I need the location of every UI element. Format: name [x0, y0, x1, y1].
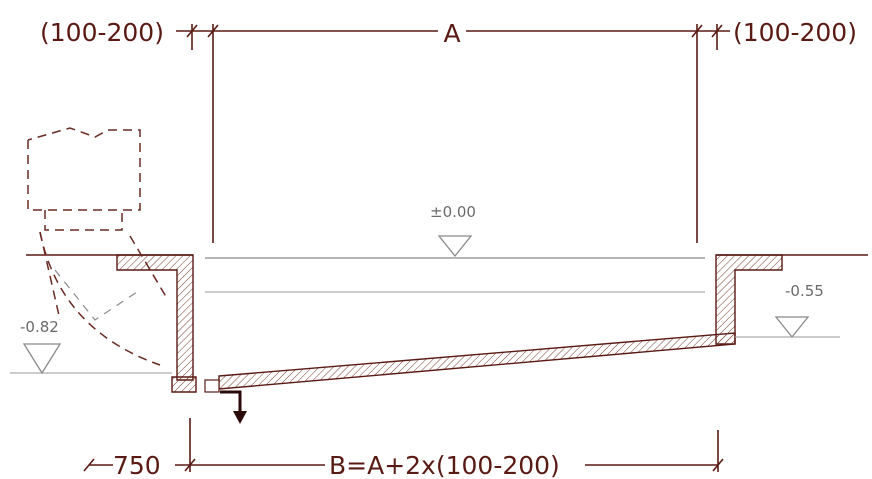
top-dimension: (100-200) A (100-200) [40, 18, 857, 50]
width-a-label: A [443, 19, 460, 48]
right-clearance-label: (100-200) [733, 18, 857, 47]
floor-level-label: ±0.00 [430, 203, 476, 221]
offset-label: 750 [113, 451, 161, 479]
bottom-dimension: 750 B=A+2x(100-200) [83, 418, 724, 479]
drain-outlet [204, 379, 247, 424]
left-level-label: -0.82 [20, 318, 59, 336]
level-marker-floor: ±0.00 [430, 203, 476, 258]
level-marker-right: -0.55 [735, 282, 840, 339]
right-level-label: -0.55 [785, 282, 824, 300]
level-marker-left: -0.82 [10, 318, 172, 375]
left-clearance-label: (100-200) [40, 18, 164, 47]
vehicle-outline [27, 127, 169, 366]
pit-structure [116, 254, 783, 393]
width-b-label: B=A+2x(100-200) [329, 451, 560, 479]
